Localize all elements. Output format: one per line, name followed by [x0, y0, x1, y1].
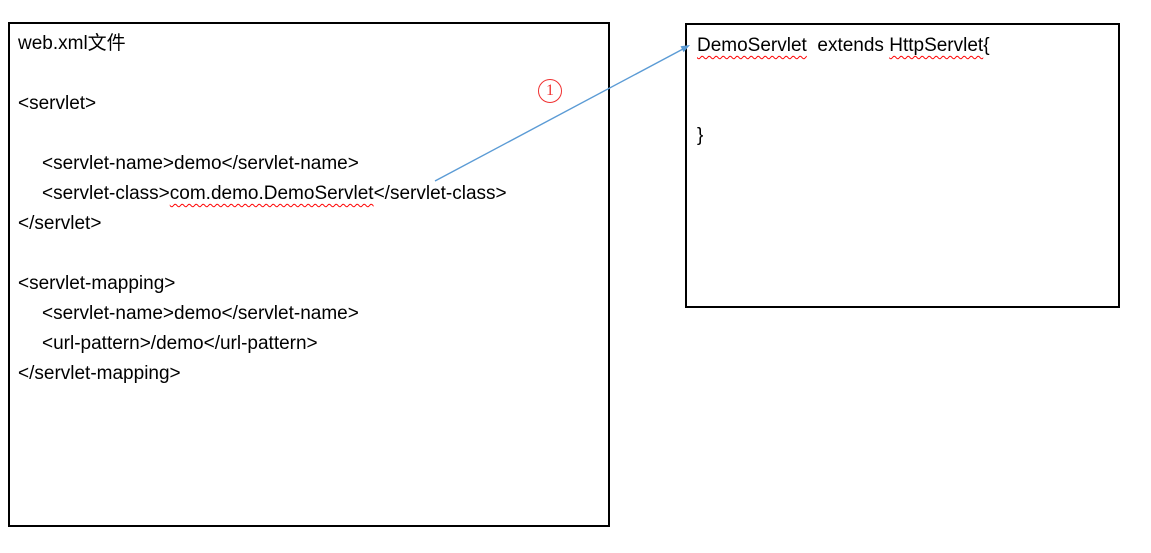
step-1-label: 1: [546, 82, 554, 99]
blank-line: [18, 239, 600, 269]
servlet-class-close-tag: </servlet-class>: [373, 183, 507, 204]
web-xml-box: web.xml文件 <servlet> <servlet-name>demo</…: [8, 22, 610, 527]
java-class-box: DemoServlet extends HttpServlet{ }: [685, 23, 1120, 308]
url-pattern-line: <url-pattern>/demo</url-pattern>: [42, 333, 318, 354]
servlet-class-open-tag: <servlet-class>: [42, 183, 170, 204]
servlet-mapping-close-tag: </servlet-mapping>: [18, 363, 181, 384]
blank-line: [18, 119, 600, 149]
superclass-name: HttpServlet: [889, 35, 984, 56]
servlet-class-value: com.demo.DemoServlet: [169, 183, 374, 204]
servlet-open-tag: <servlet>: [18, 93, 97, 114]
blank-line: [697, 61, 1108, 91]
close-brace: }: [697, 125, 704, 146]
mapping-servlet-name-line: <servlet-name>demo</servlet-name>: [42, 303, 359, 324]
servlet-mapping-open-tag: <servlet-mapping>: [18, 273, 176, 294]
class-name: DemoServlet: [697, 35, 807, 56]
blank-line: [18, 59, 600, 89]
step-1-annotation: 1: [538, 79, 562, 103]
extends-keyword: extends: [806, 35, 890, 56]
class-declaration-line: DemoServlet extends HttpServlet{: [697, 31, 1108, 61]
open-brace: {: [983, 35, 990, 56]
servlet-close-tag: </servlet>: [18, 213, 102, 234]
web-xml-title: web.xml文件: [18, 33, 126, 54]
servlet-class-line: <servlet-class>com.demo.DemoServlet</ser…: [18, 179, 600, 209]
blank-line: [697, 91, 1108, 121]
servlet-name-line: <servlet-name>demo</servlet-name>: [42, 153, 359, 174]
